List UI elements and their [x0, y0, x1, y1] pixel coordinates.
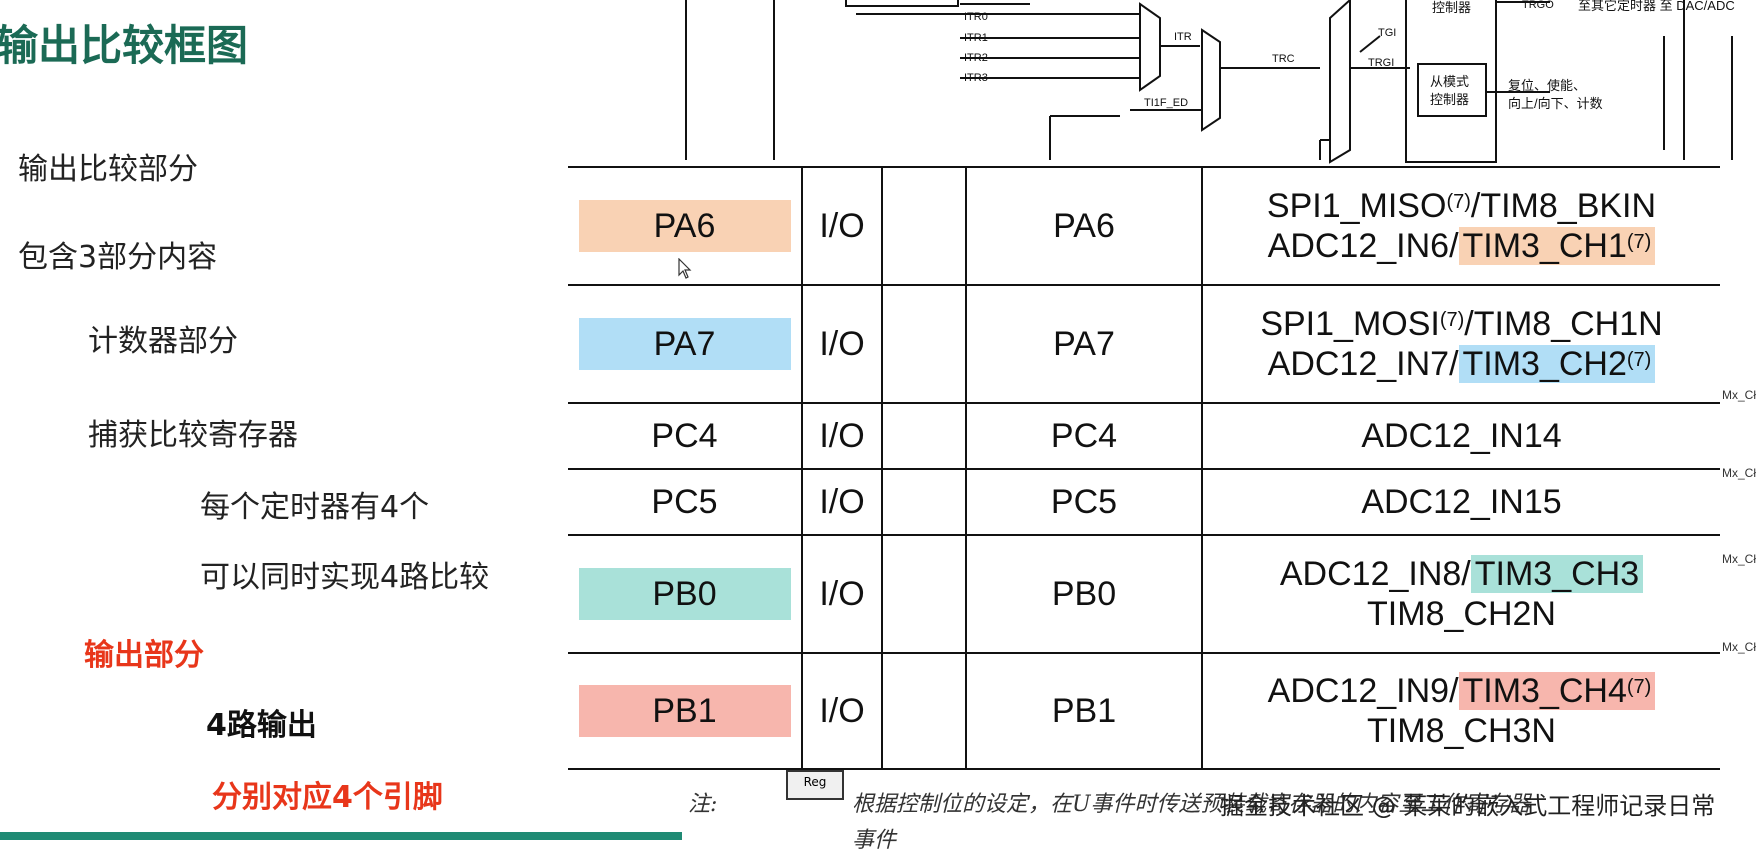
- outline-item: 输出比较部分: [18, 152, 198, 187]
- function-line: SPI1_MOSI(7)/TIM8_CH1N: [1260, 305, 1663, 343]
- io-cell: I/O: [801, 284, 883, 404]
- main-function-cell: PC5: [965, 468, 1203, 536]
- alt-function-cell: ADC12_IN9/TIM3_CH4(7) TIM8_CH3N: [1201, 652, 1720, 770]
- tgi-label: TGI: [1378, 27, 1396, 39]
- alt-function-cell: ADC12_IN15: [1201, 468, 1720, 536]
- pin-cell: PA6: [568, 166, 803, 286]
- function-line: SPI1_MISO(7)/TIM8_BKIN: [1266, 187, 1657, 225]
- function-line: ADC12_IN7/TIM3_CH2(7): [1203, 344, 1720, 384]
- outline-item: 4路输出: [206, 708, 317, 743]
- table-row: PA7 I/O PA7 SPI1_MOSI(7)/TIM8_CH1N ADC12…: [568, 284, 1720, 404]
- outline-item: 每个定时器有4个: [200, 490, 430, 525]
- cut-off-label: Mx_Cł: [1721, 552, 1756, 566]
- io-cell: I/O: [801, 652, 883, 770]
- empty-cell: [881, 534, 967, 654]
- outline-item-highlight: 输出部分: [84, 638, 204, 673]
- pin-cell: PA7: [568, 284, 803, 404]
- cut-off-label: Mx_Cł: [1721, 388, 1756, 402]
- alt-function-cell: ADC12_IN8/TIM3_CH3 TIM8_CH2N: [1201, 534, 1720, 654]
- dest-label: 至其它定时器 至 DAC/ADC: [1578, 0, 1735, 13]
- slave-mode-label: 从模式: [1430, 74, 1469, 89]
- table-row: PA6 I/O PA6 SPI1_MISO(7)/TIM8_BKIN ADC12…: [568, 166, 1720, 286]
- main-function-cell: PA6: [965, 166, 1203, 286]
- pin-name: PC5: [651, 483, 718, 521]
- itr2-label: ITR2: [964, 52, 988, 64]
- timer-channel-highlight: TIM3_CH3: [1470, 555, 1644, 593]
- footer-accent-bar: [0, 832, 682, 840]
- main-function-cell: PC4: [965, 402, 1203, 470]
- function-line: ADC12_IN6/TIM3_CH1(7): [1203, 226, 1720, 266]
- main-function-cell: PA7: [965, 284, 1203, 404]
- io-cell: I/O: [801, 534, 883, 654]
- pin-cell: PB1: [568, 652, 803, 770]
- note-label: 注:: [688, 792, 718, 817]
- outline-item: 包含3部分内容: [18, 240, 218, 275]
- pin-name: PA6: [578, 200, 791, 252]
- pin-cell: PC4: [568, 402, 803, 470]
- count-label: 向上/向下、计数: [1508, 96, 1603, 111]
- main-function-cell: PB1: [965, 652, 1203, 770]
- slide-left-panel: 输出比较框图 输出比较部分 包含3部分内容 计数器部分 捕获比较寄存器 每个定时…: [0, 0, 560, 840]
- pin-cell: PB0: [568, 534, 803, 654]
- pin-name: PB0: [578, 568, 791, 620]
- itr1-label: ITR1: [964, 32, 988, 44]
- itr0-label: ITR0: [964, 11, 988, 23]
- cut-off-label: Mx_Cł: [1721, 640, 1756, 654]
- itr-label: ITR: [1174, 31, 1192, 43]
- slide-title: 输出比较框图: [0, 21, 249, 70]
- function-line: ADC12_IN14: [1361, 417, 1562, 455]
- table-row: PB0 I/O PB0 ADC12_IN8/TIM3_CH3 TIM8_CH2N: [568, 534, 1720, 654]
- table-row: PC4 I/O PC4 ADC12_IN14: [568, 402, 1720, 470]
- main-function-cell: PB0: [965, 534, 1203, 654]
- trc-label: TRC: [1272, 53, 1295, 65]
- alt-function-cell: ADC12_IN14: [1201, 402, 1720, 470]
- timer-channel-highlight: TIM3_CH4(7): [1458, 672, 1656, 710]
- itr3-label: ITR3: [964, 72, 988, 84]
- timer-channel-highlight: TIM3_CH2(7): [1458, 345, 1656, 383]
- pin-name: PA7: [578, 318, 791, 370]
- register-icon: Reg: [786, 770, 844, 800]
- cut-off-label: Mx_Cł: [1721, 466, 1756, 480]
- trgi-label: TRGI: [1368, 57, 1394, 69]
- mouse-cursor-icon: [678, 258, 692, 279]
- table-row: PB1 I/O PB1 ADC12_IN9/TIM3_CH4(7) TIM8_C…: [568, 652, 1720, 770]
- io-cell: I/O: [801, 166, 883, 286]
- outline-item: 计数器部分: [88, 324, 238, 359]
- outline-item: 可以同时实现4路比较: [200, 560, 490, 595]
- alt-function-cell: SPI1_MOSI(7)/TIM8_CH1N ADC12_IN7/TIM3_CH…: [1201, 284, 1720, 404]
- empty-cell: [881, 166, 967, 286]
- io-cell: I/O: [801, 468, 883, 536]
- empty-cell: [881, 402, 967, 470]
- io-cell: I/O: [801, 402, 883, 470]
- table-row: PC5 I/O PC5 ADC12_IN15: [568, 468, 1720, 536]
- empty-cell: [881, 468, 967, 536]
- controller-label: 控制器: [1432, 0, 1471, 15]
- slave-ctrl-label: 控制器: [1430, 92, 1469, 107]
- function-line: ADC12_IN15: [1361, 483, 1562, 521]
- ti1f-label: TI1F_ED: [1144, 97, 1188, 109]
- pin-cell: PC5: [568, 468, 803, 536]
- outline-item: 捕获比较寄存器: [88, 418, 298, 453]
- reset-label: 复位、使能、: [1508, 78, 1586, 93]
- watermark: 掘金技术社区 @ 莱莱的嵌入式工程师记录日常: [1220, 792, 1716, 820]
- function-line: ADC12_IN9/TIM3_CH4(7): [1203, 671, 1720, 711]
- timer-channel-highlight: TIM3_CH1(7): [1458, 227, 1656, 265]
- function-line: TIM8_CH3N: [1367, 712, 1556, 750]
- empty-cell: [881, 284, 967, 404]
- pin-definition-table: PA6 I/O PA6 SPI1_MISO(7)/TIM8_BKIN ADC12…: [568, 166, 1720, 770]
- empty-cell: [881, 652, 967, 770]
- trgo-label: TRGO: [1522, 0, 1554, 11]
- pin-name: PB1: [578, 685, 791, 737]
- note-text-continued: 事件: [852, 828, 897, 853]
- outline-item-highlight: 分别对应4个引脚: [212, 780, 443, 815]
- alt-function-cell: SPI1_MISO(7)/TIM8_BKIN ADC12_IN6/TIM3_CH…: [1201, 166, 1720, 286]
- function-line: ADC12_IN8/TIM3_CH3: [1203, 554, 1720, 594]
- pin-name: PC4: [651, 417, 718, 455]
- note-text: 根据控制位的设定，在U事件时传送预装载寄存器的内容至工作寄存器: [852, 792, 1531, 817]
- timer-block-diagram: ITR0 ITR1 ITR2 ITR3 ITR TI1F_ED TRC TGI …: [685, 0, 1735, 164]
- function-line: TIM8_CH2N: [1367, 595, 1556, 633]
